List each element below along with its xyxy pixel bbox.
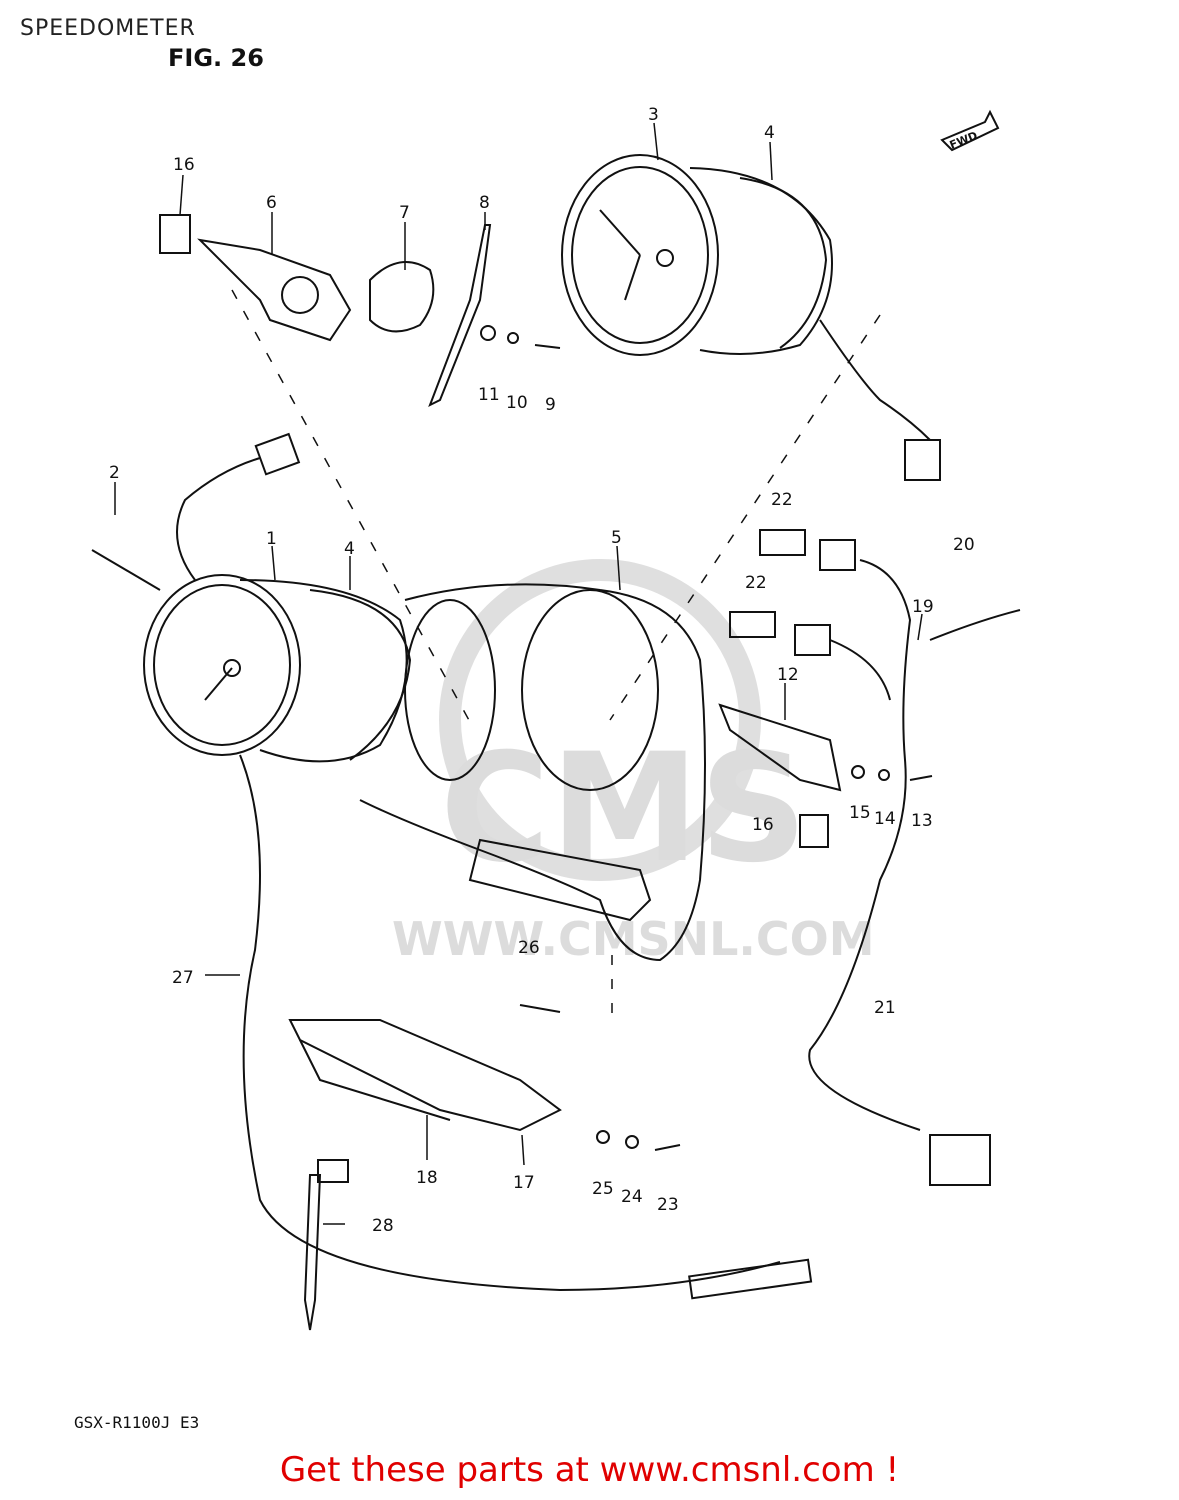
stay-bracket-icon xyxy=(718,703,842,792)
upper-bracket-icon xyxy=(159,214,492,408)
callout-label: 7 xyxy=(399,203,410,223)
callout-labels: 16 6 7 8 3 4 11 10 9 2 1 4 5 22 20 22 19… xyxy=(109,105,975,1236)
callout-label: 4 xyxy=(344,539,355,559)
figure-number: FIG. 26 xyxy=(168,44,264,72)
callout-label: 25 xyxy=(592,1179,614,1199)
callout-label: 17 xyxy=(513,1173,535,1193)
callout-label: 6 xyxy=(266,193,277,213)
nut-icon xyxy=(851,765,865,779)
page-title: SPEEDOMETER xyxy=(20,16,196,41)
callout-label: 16 xyxy=(752,815,774,835)
screw-icon xyxy=(534,344,561,349)
indicator-housing-icon xyxy=(288,1019,562,1132)
callout-label: 5 xyxy=(611,528,622,548)
callout-label: 10 xyxy=(506,393,528,413)
callout-label: 21 xyxy=(874,998,896,1018)
svg-text:WWW.CMSNL.COM: WWW.CMSNL.COM xyxy=(392,912,875,966)
callout-label: 28 xyxy=(372,1216,394,1236)
svg-text:CMS: CMS xyxy=(440,722,807,896)
callout-label: 3 xyxy=(648,105,659,125)
nut-icon xyxy=(625,1135,639,1149)
callout-label: 15 xyxy=(849,803,871,823)
washer-icon xyxy=(507,332,519,344)
callout-label: 4 xyxy=(764,123,775,143)
callout-label: 2 xyxy=(109,463,120,483)
screw-icon xyxy=(91,549,161,591)
callout-label: 14 xyxy=(874,809,896,829)
callout-label: 22 xyxy=(745,573,767,593)
callout-label: 8 xyxy=(479,193,490,213)
wire-harness-icon xyxy=(729,529,1021,1186)
callout-label: 18 xyxy=(416,1168,438,1188)
screw-icon xyxy=(909,775,933,781)
footer-link[interactable]: Get these parts at www.cmsnl.com ! xyxy=(279,1450,900,1490)
screw-icon xyxy=(519,1004,561,1013)
callout-label: 19 xyxy=(912,597,934,617)
callout-label: 16 xyxy=(173,155,195,175)
svg-text:FWD: FWD xyxy=(948,129,980,152)
callout-label: 22 xyxy=(771,490,793,510)
nut-icon xyxy=(480,325,496,341)
sensor-icon xyxy=(303,1174,322,1331)
callout-label: 12 xyxy=(777,665,799,685)
callout-label: 11 xyxy=(478,385,500,405)
callout-label: 20 xyxy=(953,535,975,555)
callout-label: 24 xyxy=(621,1187,643,1207)
callout-label: 27 xyxy=(172,968,194,988)
callout-label: 9 xyxy=(545,395,556,415)
washer-icon xyxy=(878,769,890,781)
callout-label: 1 xyxy=(266,529,277,549)
model-code: GSX-R1100J E3 xyxy=(74,1413,199,1432)
tachometer-icon xyxy=(561,154,941,481)
callout-label: 13 xyxy=(911,811,933,831)
forward-arrow-icon: FWD xyxy=(940,109,1000,152)
callout-label: 26 xyxy=(518,938,540,958)
callout-label: 23 xyxy=(657,1195,679,1215)
screw-icon xyxy=(654,1144,681,1151)
exploded-parts-diagram: FIG. 26 CMS WWW.CMSNL.COM FWD xyxy=(74,44,1021,1432)
washer-icon xyxy=(596,1130,610,1144)
meter-bracket-icon xyxy=(359,583,706,962)
